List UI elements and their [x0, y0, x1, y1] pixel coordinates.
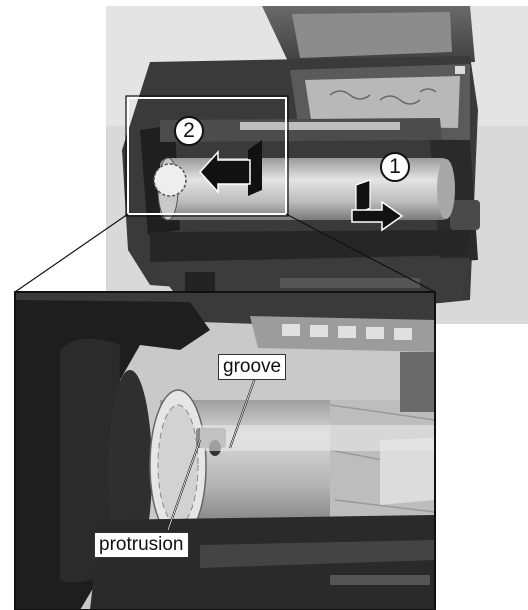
overview-photo	[106, 6, 528, 324]
groove-label: groove	[218, 354, 287, 380]
connector-line-right	[285, 213, 436, 293]
protrusion-label: protrusion	[94, 532, 189, 558]
step-2-arrow	[198, 140, 262, 196]
step-2-badge: 2	[174, 116, 204, 146]
step-1-arrow	[351, 179, 404, 232]
step-1-badge: 1	[380, 152, 410, 182]
detail-selection-box	[127, 97, 287, 215]
zoom-detail-photo	[15, 292, 435, 610]
connector-line-left	[14, 213, 129, 293]
zoom-panel-frame	[14, 291, 436, 610]
